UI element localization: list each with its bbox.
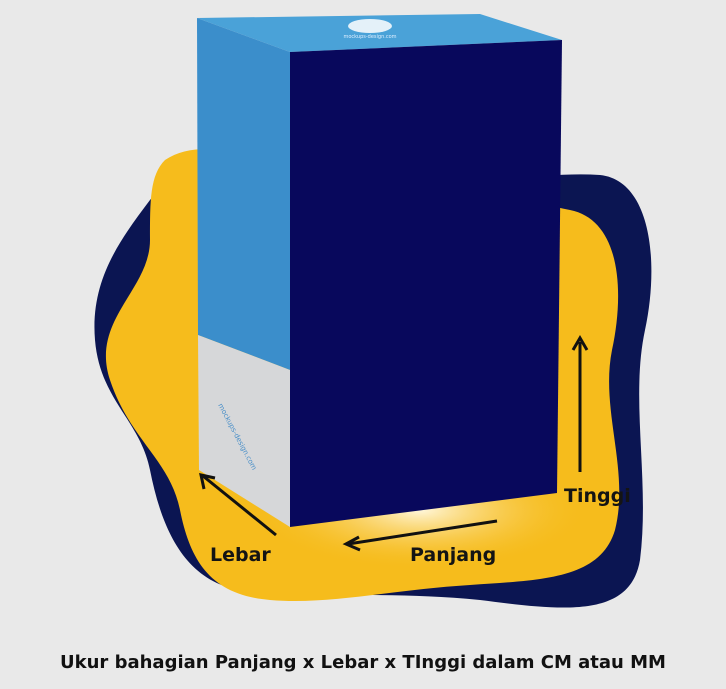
box-side-grey [198,335,290,527]
width-label: Lebar [210,544,271,566]
box-logo [348,19,392,33]
box-watermark-top: mockups-design.com [343,34,396,40]
box-top-face [197,14,562,52]
box-side-blue [197,18,290,370]
height-label: Tinggi [564,485,631,507]
length-label: Panjang [410,544,497,566]
height-arrow [571,335,589,472]
box-front-face [290,40,562,527]
caption: Ukur bahagian Panjang x Lebar x TInggi d… [60,652,666,673]
width-arrow [199,473,277,537]
length-arrow [342,519,498,552]
